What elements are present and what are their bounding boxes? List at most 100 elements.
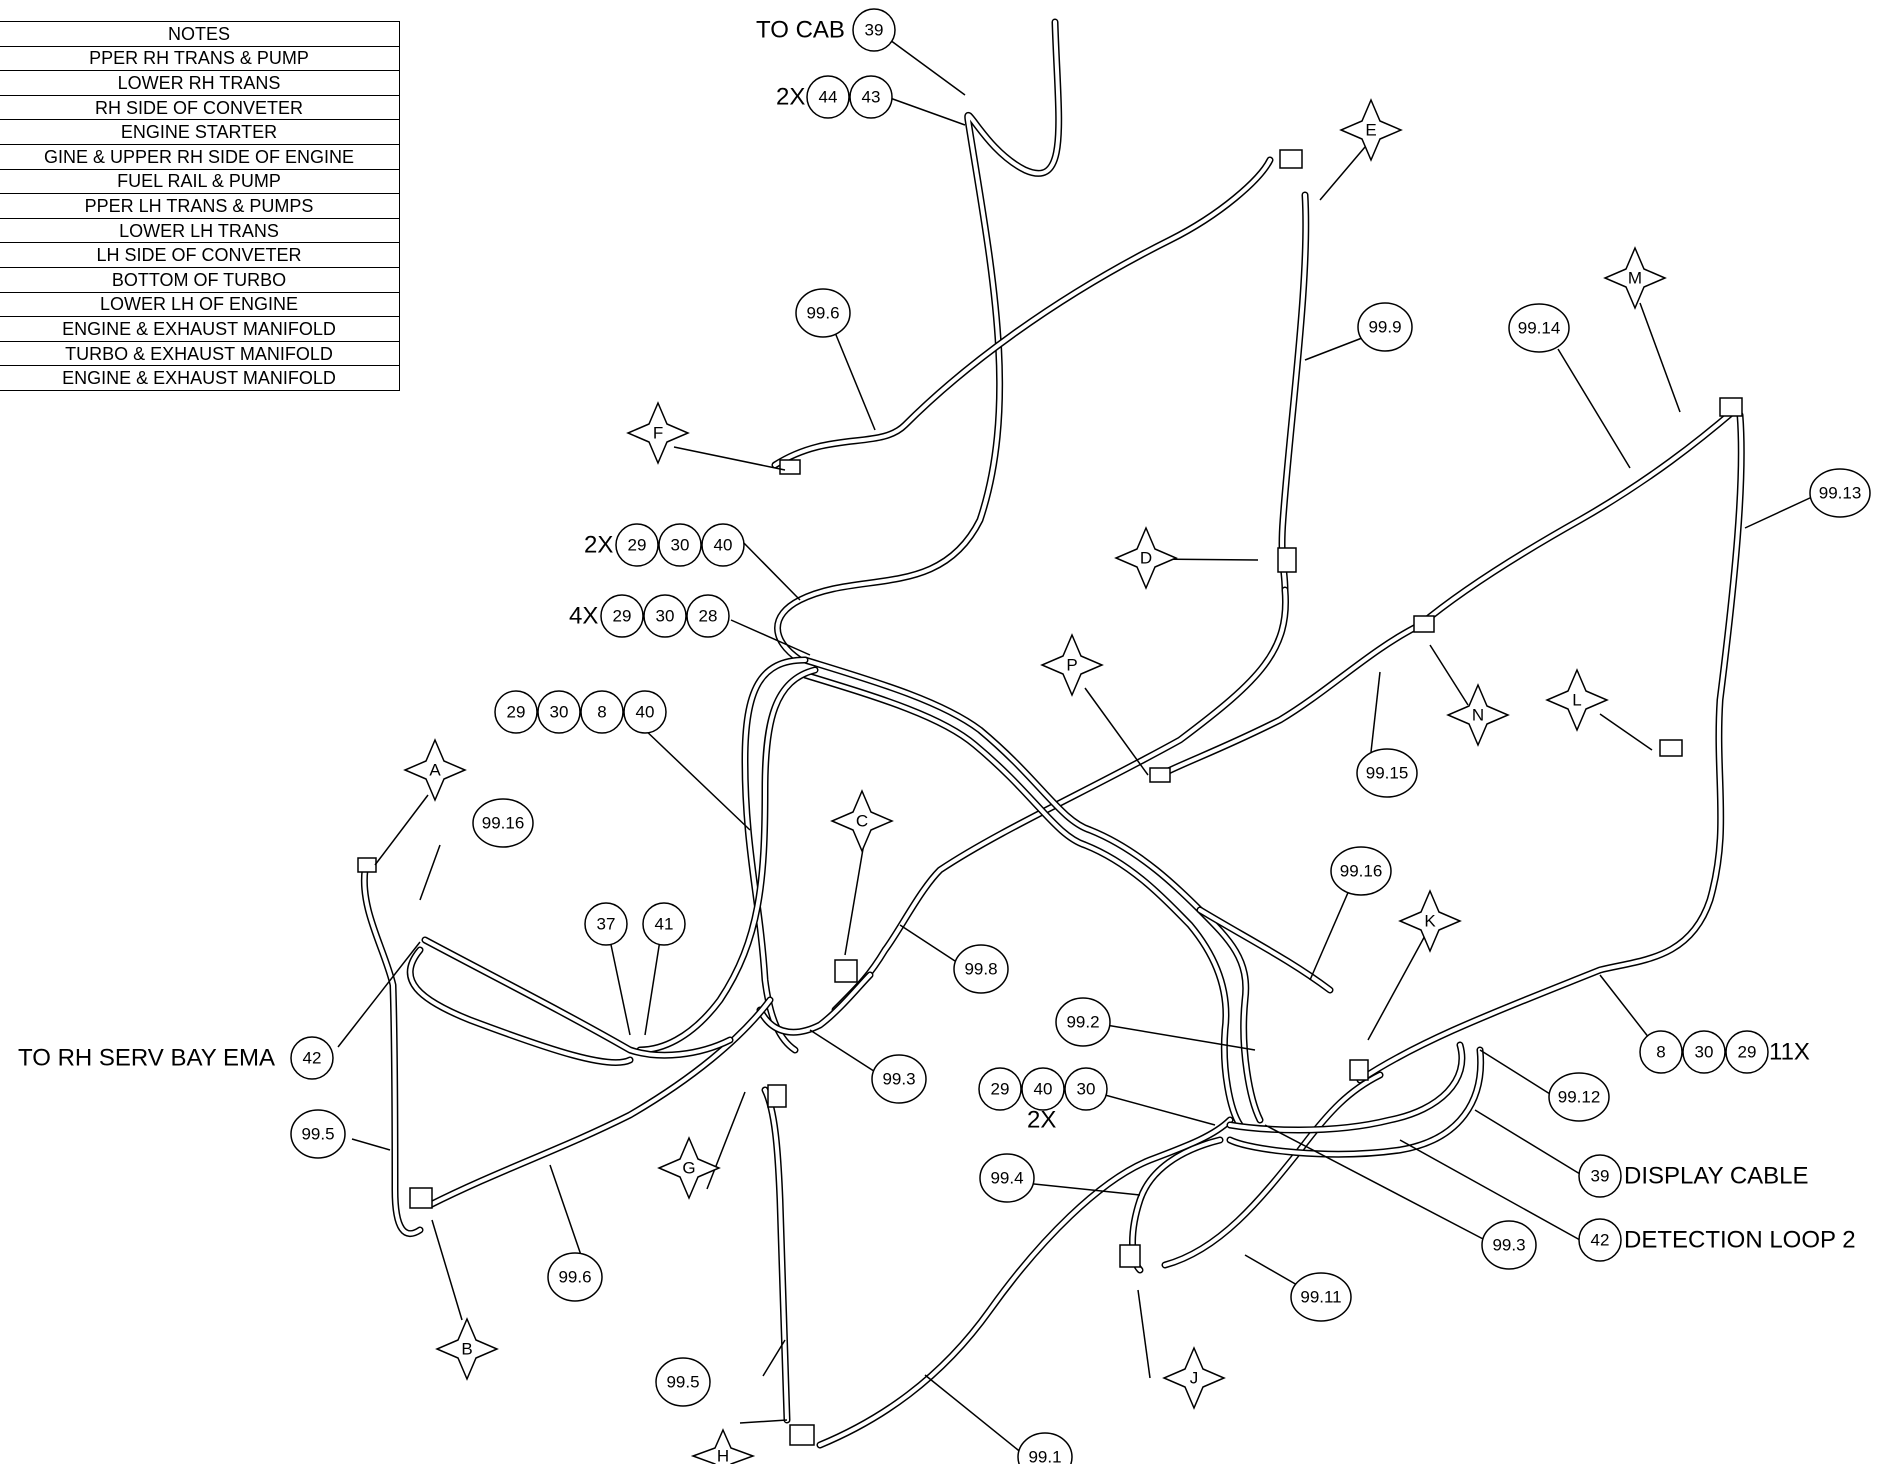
- balloon: 29: [494, 690, 538, 734]
- svg-text:29: 29: [628, 536, 647, 555]
- hose-balloon: 99.4: [979, 1153, 1035, 1203]
- marker-B: B: [435, 1317, 499, 1381]
- balloon: 30: [1064, 1067, 1108, 1111]
- display-cable: [1226, 1041, 1466, 1134]
- balloon: 30: [537, 690, 581, 734]
- svg-text:99.16: 99.16: [1340, 862, 1383, 881]
- left-bundle-2: [636, 666, 819, 1054]
- hose-balloon: 99.8: [953, 944, 1009, 994]
- qty-11x-label: 11X: [1769, 1039, 1810, 1066]
- notes-row: GINE & UPPER RH SIDE OF ENGINE: [0, 143, 400, 170]
- diamond-markers: A B C D E F G H: [403, 98, 1667, 1464]
- svg-text:99.6: 99.6: [558, 1268, 591, 1287]
- balloon: 40: [1021, 1067, 1065, 1111]
- fitting: [1279, 149, 1303, 169]
- to-cab-label: TO CAB: [756, 17, 845, 44]
- svg-text:D: D: [1140, 549, 1152, 568]
- notes-header: NOTES: [0, 21, 400, 47]
- hose-balloon: 99.13: [1809, 468, 1871, 518]
- hose-99-14: [1416, 406, 1739, 629]
- svg-text:29: 29: [991, 1080, 1010, 1099]
- hose-balloon: 99.2: [1055, 997, 1111, 1047]
- notes-row: LOWER LH TRANS: [0, 217, 400, 244]
- balloon: 39: [852, 8, 896, 52]
- balloon: 29: [978, 1067, 1022, 1111]
- svg-text:N: N: [1472, 706, 1484, 725]
- fitting: [1659, 739, 1683, 757]
- fitting: [1349, 1059, 1369, 1081]
- svg-text:99.3: 99.3: [1492, 1236, 1525, 1255]
- hose-balloon: 99.5: [655, 1357, 711, 1407]
- svg-text:42: 42: [1591, 1231, 1610, 1250]
- balloon: 42: [290, 1036, 334, 1080]
- svg-text:99.1: 99.1: [1028, 1448, 1061, 1464]
- svg-text:99.16: 99.16: [482, 814, 525, 833]
- balloon: 44: [806, 75, 850, 119]
- balloon: 29: [615, 523, 659, 567]
- svg-text:99.12: 99.12: [1558, 1088, 1601, 1107]
- marker-H: H: [690, 1428, 756, 1464]
- balloon: 39: [1578, 1154, 1622, 1198]
- hose-99-11: [1161, 1071, 1384, 1269]
- notes-row: PPER LH TRANS & PUMPS: [0, 193, 400, 219]
- marker-C: C: [830, 789, 894, 853]
- qty-4x-label: 4X: [569, 603, 598, 630]
- balloon: 37: [584, 902, 628, 946]
- hose-balloon: 99.16: [472, 798, 534, 848]
- marker-P: P: [1040, 633, 1104, 697]
- fitting: [1149, 767, 1171, 783]
- svg-text:G: G: [682, 1159, 695, 1178]
- svg-text:30: 30: [656, 607, 675, 626]
- balloon: 8: [1639, 1030, 1683, 1074]
- notes-row: PPER RH TRANS & PUMP: [0, 45, 400, 72]
- svg-text:8: 8: [597, 703, 606, 722]
- notes-row: LH SIDE OF CONVETER: [0, 242, 400, 268]
- notes-row: RH SIDE OF CONVETER: [0, 94, 400, 121]
- fitting: [357, 857, 377, 873]
- fitting: [779, 459, 801, 475]
- svg-text:99.15: 99.15: [1366, 764, 1409, 783]
- notes-row: LOWER RH TRANS: [0, 70, 400, 96]
- marker-N: N: [1446, 683, 1510, 747]
- svg-text:30: 30: [550, 703, 569, 722]
- detection-loop-label: DETECTION LOOP 2: [1624, 1227, 1856, 1254]
- hose-99-13: [1356, 411, 1745, 1084]
- svg-text:99.5: 99.5: [301, 1125, 334, 1144]
- marker-F: F: [626, 401, 690, 465]
- svg-text:41: 41: [655, 915, 674, 934]
- svg-text:43: 43: [862, 88, 881, 107]
- fittings: [357, 149, 1743, 1446]
- svg-text:29: 29: [613, 607, 632, 626]
- qty-2x-label: 2X: [1027, 1107, 1056, 1134]
- balloon: 29: [600, 594, 644, 638]
- svg-text:K: K: [1424, 912, 1436, 931]
- svg-text:40: 40: [636, 703, 655, 722]
- balloon: 40: [701, 523, 745, 567]
- hose-balloon: 99.3: [1481, 1220, 1537, 1270]
- display-cable-label: DISPLAY CABLE: [1624, 1163, 1809, 1190]
- notes-row: ENGINE & EXHAUST MANIFOLD: [0, 316, 400, 342]
- svg-text:99.3: 99.3: [882, 1070, 915, 1089]
- balloon: 30: [643, 594, 687, 638]
- svg-text:42: 42: [303, 1049, 322, 1068]
- hose-balloon: 99.3: [871, 1054, 927, 1104]
- svg-text:40: 40: [714, 536, 733, 555]
- hose-balloon: 99.12: [1548, 1072, 1610, 1122]
- marker-A: A: [403, 738, 467, 802]
- svg-text:H: H: [717, 1447, 729, 1464]
- svg-text:28: 28: [699, 607, 718, 626]
- svg-text:30: 30: [1077, 1080, 1096, 1099]
- hose-balloon: 99.6: [547, 1252, 603, 1302]
- fitting: [834, 959, 858, 983]
- svg-text:44: 44: [819, 88, 838, 107]
- svg-text:29: 29: [1738, 1043, 1757, 1062]
- hose-balloon: 99.11: [1290, 1272, 1352, 1322]
- notes-row: BOTTOM OF TURBO: [0, 266, 400, 293]
- svg-text:99.13: 99.13: [1819, 484, 1862, 503]
- svg-text:39: 39: [865, 21, 884, 40]
- svg-text:E: E: [1365, 121, 1376, 140]
- fitting: [1719, 397, 1743, 417]
- svg-text:M: M: [1628, 269, 1642, 288]
- hose-balloon: 99.9: [1357, 302, 1413, 352]
- cab-cable: [774, 18, 1063, 664]
